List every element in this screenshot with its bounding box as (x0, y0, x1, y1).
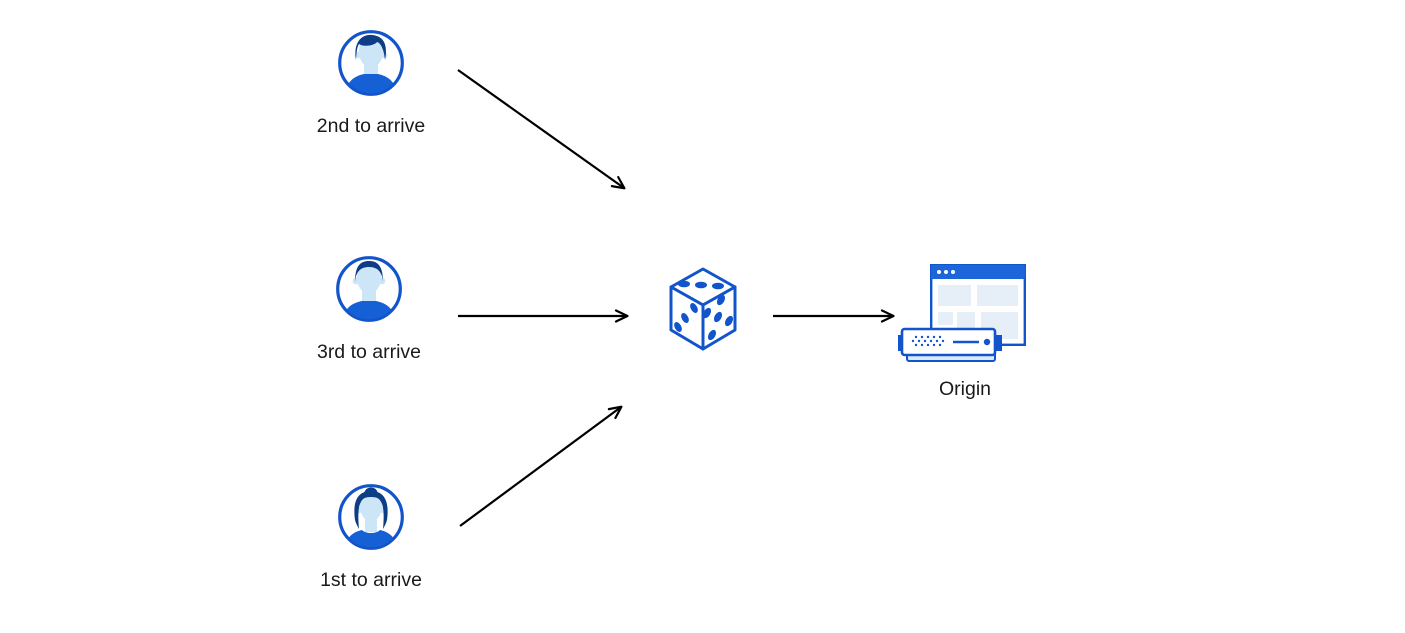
client-bottom-label: 1st to arrive (320, 569, 422, 591)
client-middle-label: 3rd to arrive (316, 341, 422, 363)
arrow-client-bottom-to-dice (459, 405, 623, 527)
user-male-avatar-icon (338, 30, 404, 96)
server-icon (898, 326, 1002, 369)
user-female-avatar-icon (338, 484, 404, 550)
arrow-client-top-to-dice (457, 69, 626, 190)
origin-label: Origin (938, 378, 992, 400)
user-male-avatar-icon (336, 256, 402, 322)
client-top-label: 2nd to arrive (316, 115, 426, 137)
node-client-middle: 3rd to arrive (294, 256, 444, 363)
node-origin: Origin (890, 264, 1040, 404)
dice-icon (668, 266, 738, 352)
node-client-bottom: 1st to arrive (296, 484, 446, 591)
node-client-top: 2nd to arrive (296, 30, 446, 137)
